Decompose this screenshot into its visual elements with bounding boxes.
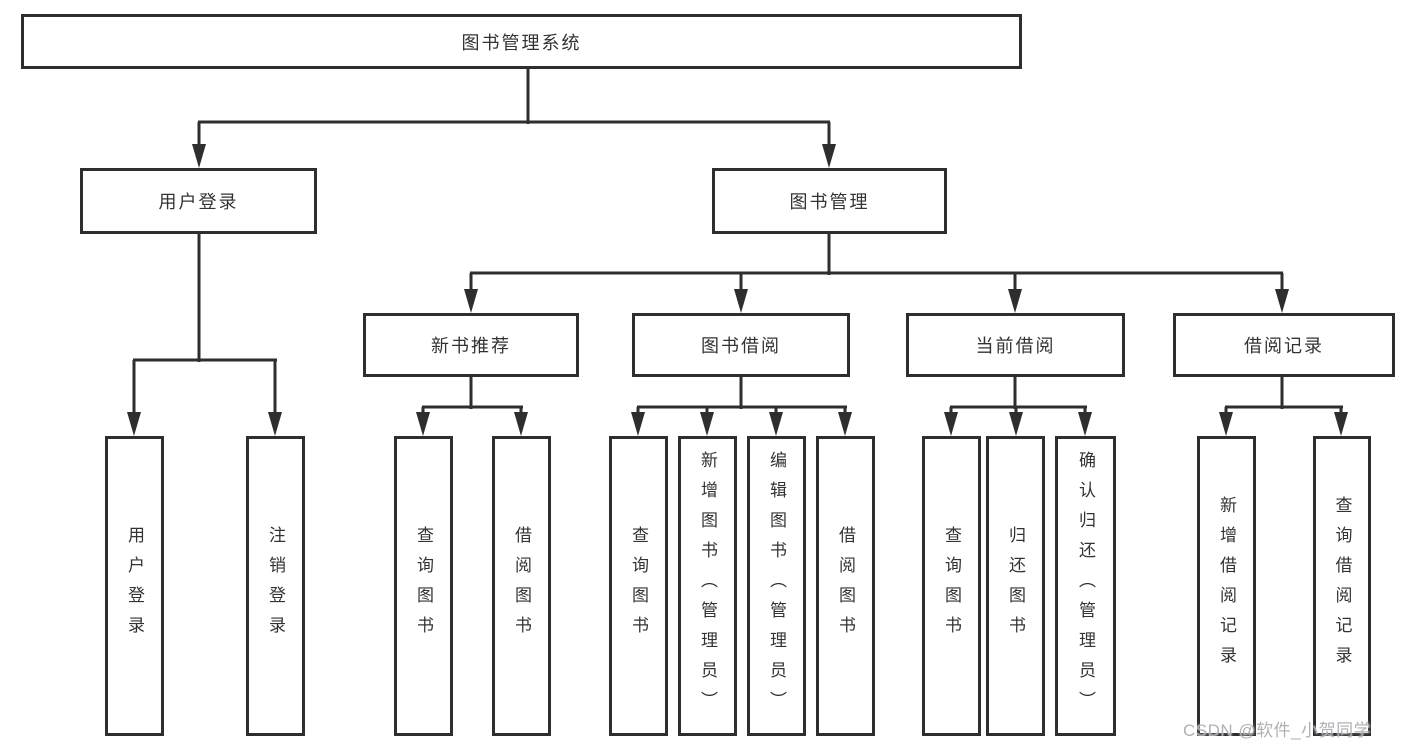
leaf-return-books: 归还图书 <box>986 436 1045 736</box>
node-new-book-recommend: 新书推荐 <box>363 313 579 377</box>
leaf-add-borrow-record: 新增借阅记录 <box>1197 436 1256 736</box>
leaf-logout: 注销登录 <box>246 436 305 736</box>
leaf-current-query-books: 查询图书 <box>922 436 981 736</box>
leaf-user-login: 用户登录 <box>105 436 164 736</box>
node-book-borrow: 图书借阅 <box>632 313 850 377</box>
leaf-edit-books-admin: 编辑图书（管理员） <box>747 436 806 736</box>
node-user-login: 用户登录 <box>80 168 317 234</box>
leaf-query-borrow-record: 查询借阅记录 <box>1313 436 1371 736</box>
csdn-watermark: CSDN @软件_小贺同学 <box>1183 721 1372 740</box>
leaf-recommend-borrow-books: 借阅图书 <box>492 436 551 736</box>
leaf-confirm-return-admin: 确认归还（管理员） <box>1055 436 1116 736</box>
node-current-borrow: 当前借阅 <box>906 313 1125 377</box>
node-book-management: 图书管理 <box>712 168 947 234</box>
leaf-add-books-admin: 新增图书（管理员） <box>678 436 737 736</box>
connector-arrowheads <box>127 144 1348 436</box>
leaf-recommend-query-books: 查询图书 <box>394 436 453 736</box>
leaf-borrow-books: 借阅图书 <box>816 436 875 736</box>
node-root-system: 图书管理系统 <box>21 14 1022 69</box>
node-borrow-records: 借阅记录 <box>1173 313 1395 377</box>
leaf-borrow-query-books: 查询图书 <box>609 436 668 736</box>
